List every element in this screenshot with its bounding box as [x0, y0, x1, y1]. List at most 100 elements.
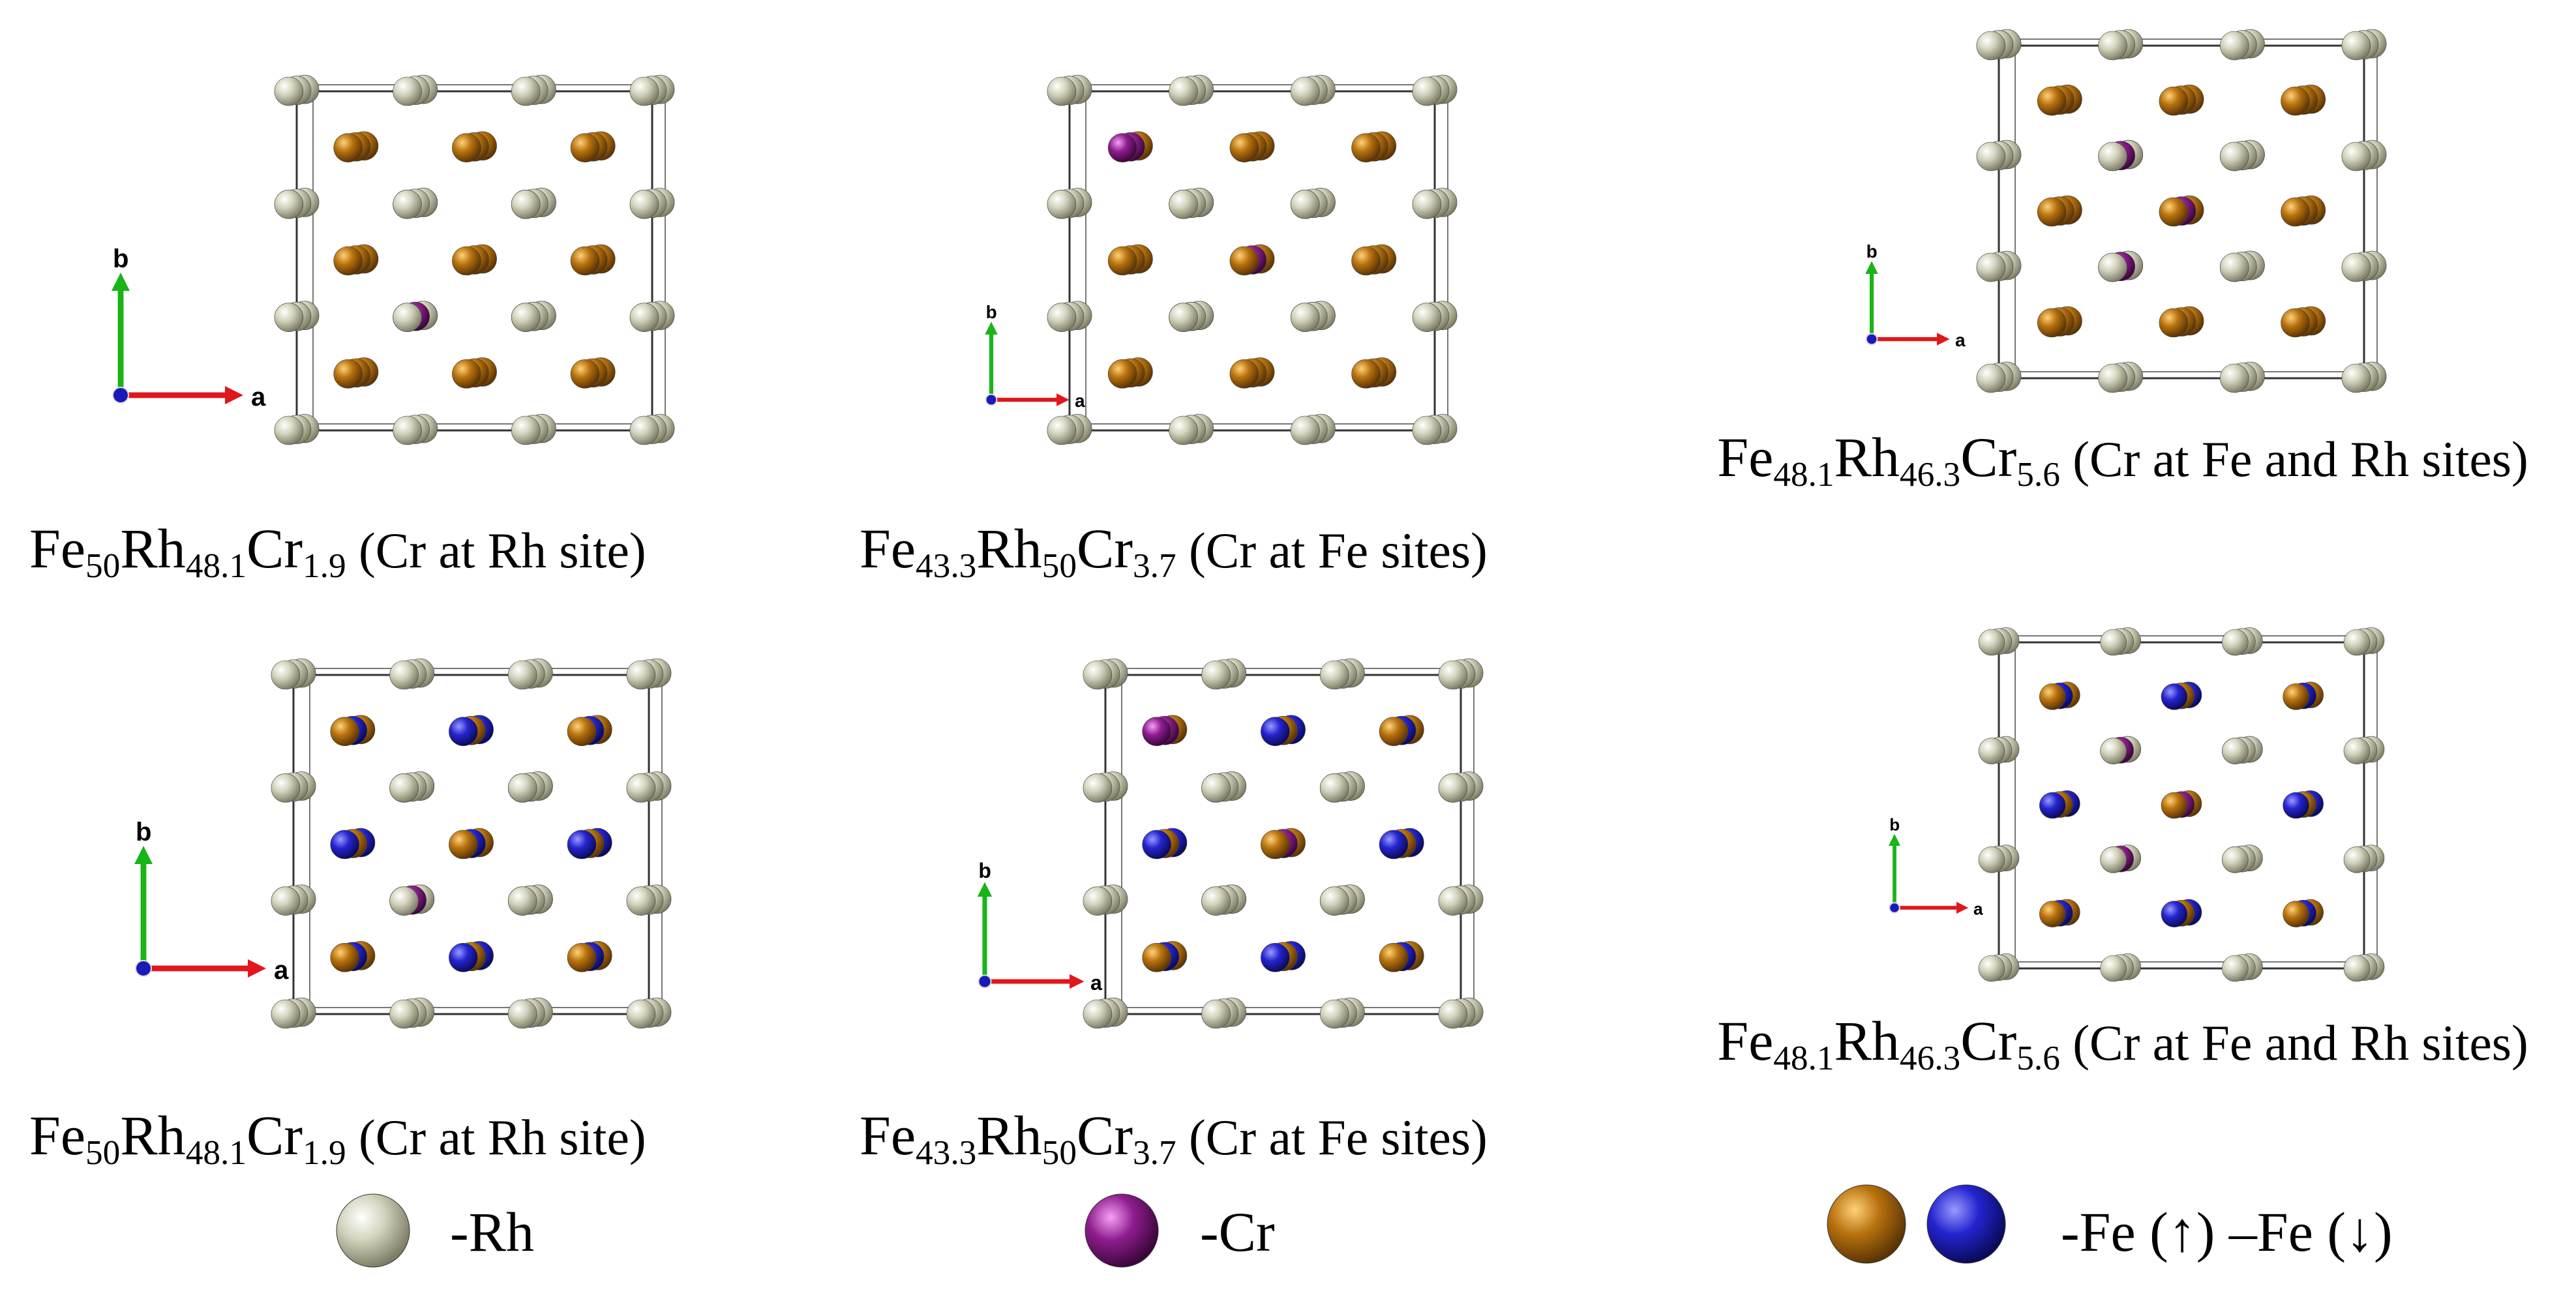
crystal-structure-2: ba	[985, 74, 1458, 445]
fe-up-atom	[1229, 133, 1259, 162]
rh-atom	[1412, 76, 1442, 106]
fe-up-atom	[452, 246, 481, 276]
rh-atom	[626, 660, 656, 690]
rh-atom	[2100, 738, 2127, 764]
rh-atom	[511, 415, 541, 445]
rh-atom	[2219, 363, 2249, 393]
formula-element: Fe	[1717, 426, 1774, 488]
c-axis-dot	[978, 974, 992, 989]
unit-cell-back	[1121, 668, 1475, 1008]
rh-atom	[507, 660, 537, 690]
legend-cr-sphere	[1085, 1193, 1159, 1268]
formula-subscript: 50	[1041, 1132, 1077, 1172]
formula-element: Rh	[1834, 426, 1900, 488]
caption-panel-4: Fe50Rh48.1Cr1.9 (Cr at Rh site)	[29, 1102, 646, 1172]
formula-element: Fe	[860, 517, 916, 580]
fe-down-atom	[1142, 830, 1172, 860]
rh-atom	[393, 190, 422, 219]
fe-up-atom	[330, 717, 360, 746]
rh-atom	[393, 76, 422, 106]
formula-element: Rh	[1834, 1009, 1900, 1072]
fe-up-atom	[2283, 901, 2309, 927]
rh-atom	[1047, 76, 1077, 106]
fe-up-atom	[1107, 359, 1137, 389]
unit-cell-front	[1998, 44, 2365, 380]
formula-subscript: 48.1	[185, 1132, 247, 1172]
rh-atom	[1201, 999, 1231, 1029]
a-axis-label: a	[1090, 971, 1102, 994]
rh-atom	[2222, 738, 2249, 764]
fe-down-atom	[2039, 792, 2066, 819]
a-axis-label: a	[251, 383, 266, 411]
caption-note: (Cr at Rh site)	[346, 522, 646, 578]
rh-atom	[1083, 999, 1113, 1029]
formula-element: Fe	[29, 517, 85, 580]
a-axis-label: a	[1973, 899, 1983, 918]
rh-atom	[2098, 31, 2127, 61]
rh-atom	[2098, 252, 2127, 282]
rh-atom	[1290, 190, 1320, 219]
fe-up-atom	[2159, 86, 2189, 116]
formula-element: Fe	[1717, 1009, 1774, 1072]
a-axis-arrowhead	[248, 959, 266, 978]
formula-subscript: 43.3	[916, 1132, 977, 1172]
unit-cell-front	[1104, 674, 1462, 1015]
cr-atom	[1142, 717, 1172, 746]
caption-panel-3: Fe48.1Rh46.3Cr5.6 (Cr at Fe and Rh sites…	[1670, 424, 2576, 492]
formula-subscript: 48.1	[1773, 1038, 1835, 1077]
formula-subscript: 1.9	[302, 1132, 346, 1172]
fe-down-atom	[567, 830, 597, 860]
rh-atom	[1978, 629, 2005, 656]
rh-atom	[626, 773, 656, 803]
rh-atom	[1319, 886, 1349, 916]
rh-atom	[2343, 629, 2371, 656]
crystal-structure-3: ba	[1865, 29, 2387, 393]
c-axis-dot	[112, 387, 129, 404]
rh-atom	[389, 886, 419, 916]
rh-atom	[1290, 76, 1320, 106]
axis-indicator: ba	[1865, 241, 1966, 350]
caption-note: (Cr at Fe and Rh sites)	[2059, 431, 2528, 487]
legend-rh-label: -Rh	[450, 1201, 534, 1263]
rh-atom	[2100, 955, 2127, 982]
unit-cell-back	[309, 668, 663, 1008]
rh-atom	[1976, 363, 2006, 393]
formula-element: Cr	[1960, 1009, 2017, 1072]
rh-atom	[1978, 846, 2005, 873]
fe-down-atom	[330, 830, 360, 860]
fe-up-atom	[1351, 359, 1381, 389]
fe-up-atom	[1142, 943, 1172, 972]
fe-up-atom	[2039, 683, 2066, 710]
rh-atom	[2343, 846, 2371, 873]
rh-atom	[1978, 738, 2005, 764]
c-axis-dot	[135, 960, 152, 977]
rh-atom	[1319, 660, 1349, 690]
rh-atom	[2100, 629, 2127, 656]
caption-panel-2: Fe43.3Rh50Cr3.7 (Cr at Fe sites)	[860, 515, 1488, 585]
rh-atom	[389, 660, 419, 690]
formula-subscript: 43.3	[916, 545, 977, 585]
fe-up-atom	[2039, 901, 2066, 927]
fe-up-atom	[1229, 359, 1259, 389]
fe-up-atom	[570, 359, 600, 389]
fe-up-atom	[2037, 308, 2067, 338]
c-axis-dot	[1889, 902, 1900, 914]
formula-element: Cr	[1076, 517, 1133, 580]
legend-fe-down-sphere	[1926, 1184, 2006, 1264]
rh-atom	[271, 660, 301, 690]
formula-element: Cr	[1076, 1104, 1133, 1167]
formula-subscript: 3.7	[1132, 1132, 1176, 1172]
fe-down-atom	[1261, 717, 1290, 746]
unit-cell-front	[1998, 641, 2365, 970]
formula-subscript: 3.7	[1132, 545, 1176, 585]
fe-up-atom	[2159, 308, 2189, 338]
rh-atom	[274, 76, 304, 106]
axis-indicator: ba	[134, 818, 289, 985]
rh-atom	[507, 773, 537, 803]
fe-up-atom	[333, 246, 363, 276]
fe-up-atom	[1351, 133, 1381, 162]
fe-up-atom	[1107, 246, 1137, 276]
fe-up-atom	[452, 133, 481, 162]
rh-atom	[507, 999, 537, 1029]
